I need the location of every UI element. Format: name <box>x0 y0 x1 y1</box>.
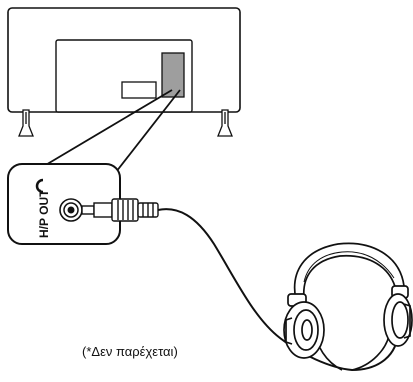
not-supplied-caption: (*Δεν παρέχεται) <box>82 344 178 359</box>
plug-sleeve <box>93 202 113 218</box>
left-ear-cup <box>283 293 325 359</box>
tv-back-panel <box>55 39 193 113</box>
headphone-cable <box>157 208 400 372</box>
tv-stand-right <box>217 109 233 137</box>
zoom-callout-lines <box>43 89 181 173</box>
tv-rear <box>7 7 241 137</box>
right-ear-cup <box>383 285 413 347</box>
enlarged-port-panel: H/P OUT <box>7 163 121 245</box>
headphone-icon <box>35 178 44 194</box>
headphones <box>283 242 413 359</box>
plug-tip <box>81 205 95 215</box>
plug-grip-lines <box>117 200 134 220</box>
headphone-plug <box>81 198 159 222</box>
headphone-jack-socket <box>59 198 83 222</box>
plug-body <box>111 198 139 222</box>
tv-small-port <box>121 81 157 99</box>
strain-relief-ridges <box>142 203 154 217</box>
headband-detail <box>303 251 395 283</box>
tv-port-panel <box>161 52 185 98</box>
hp-out-label: H/P OUT <box>37 189 51 238</box>
tv-stand-left <box>18 109 34 137</box>
